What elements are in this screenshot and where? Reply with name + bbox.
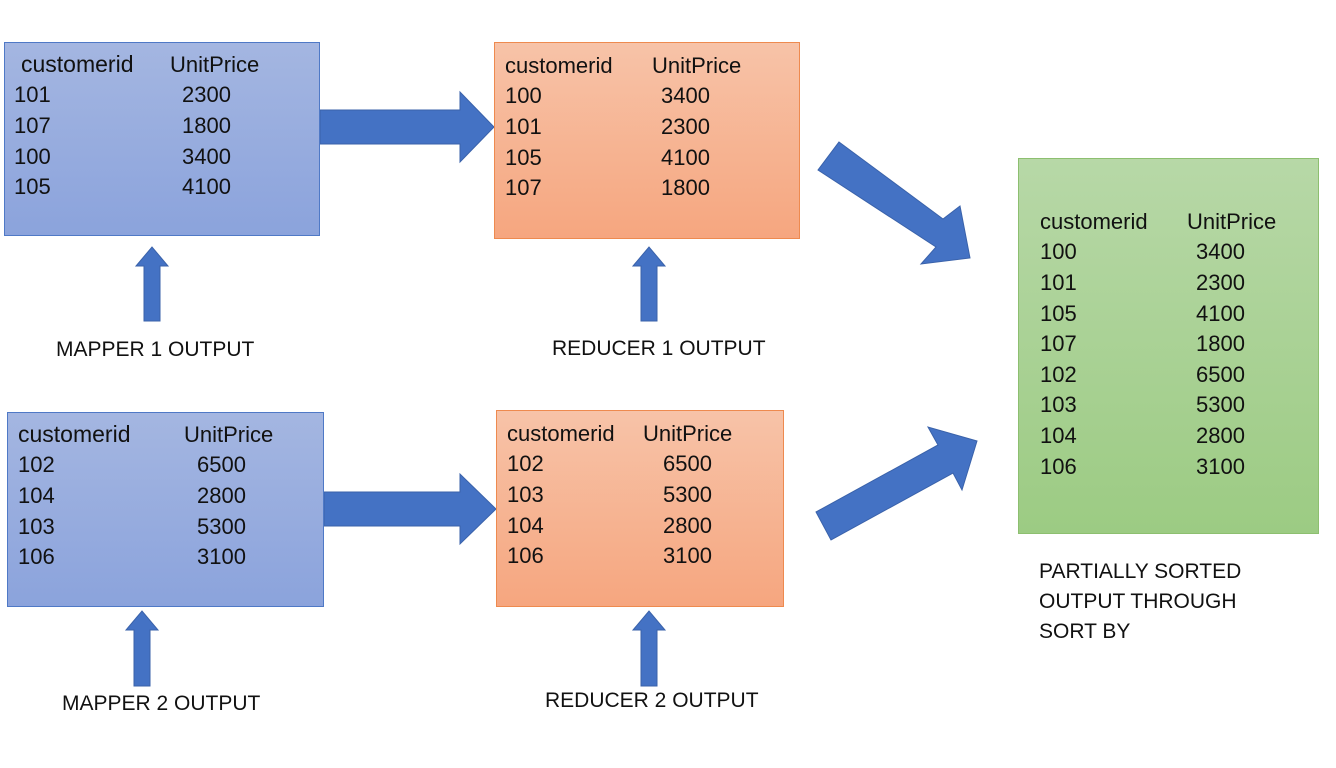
mapper1-row-unitprice: 4100 [182,174,231,199]
final-row-customerid: 101 [1040,270,1077,295]
mapper2-row-customerid: 106 [18,544,55,569]
final-row-customerid: 100 [1040,239,1077,264]
reducer2-row-customerid: 102 [507,451,544,476]
reducer2-to-final-arrow [815,426,978,541]
reducer1-row-unitprice: 2300 [661,114,710,139]
mapper2-header-unitprice: UnitPrice [184,422,274,447]
reducer1-up-arrow [631,246,667,322]
mapper1-row-customerid: 107 [14,113,51,138]
reducer1-header-customerid: customerid [505,53,613,78]
reducer2-header-unitprice: UnitPrice [643,421,733,446]
final-row-unitprice: 6500 [1196,362,1245,387]
reducer2-row-customerid: 103 [507,482,544,507]
final-header-customerid: customerid [1040,209,1148,234]
mapper1-header-customerid: customerid [21,51,134,77]
final-row-unitprice: 3100 [1196,454,1245,479]
mapper2-row-unitprice: 5300 [197,514,246,539]
final-caption-line: PARTIALLY SORTED [1039,560,1242,583]
final-row-customerid: 106 [1040,454,1077,479]
final-caption-line: SORT BY [1039,620,1131,643]
reducer2-output-box: customerid UnitPrice 102 6500 103 5300 1… [496,410,784,607]
mapper2-to-reducer2-arrow [323,472,497,546]
mapper1-up-arrow [134,246,170,322]
reducer2-row-unitprice: 2800 [663,513,712,538]
mapper1-to-reducer1-arrow [319,90,495,164]
final-header-unitprice: UnitPrice [1187,209,1277,234]
reducer1-output-box: customerid UnitPrice 100 3400 101 2300 1… [494,42,800,239]
mapper2-output-box: customerid UnitPrice 102 6500 104 2800 1… [7,412,324,607]
reducer2-row-customerid: 106 [507,543,544,568]
mapper1-row-customerid: 105 [14,174,51,199]
reducer1-row-customerid: 105 [505,145,542,170]
mapper2-up-arrow [124,610,160,687]
reducer1-to-final-arrow [817,141,971,265]
mapper1-output-box: customerid UnitPrice 101 2300 107 1800 1… [4,42,320,236]
mapper2-row-customerid: 103 [18,514,55,539]
reducer2-up-arrow [631,610,667,687]
final-row-customerid: 102 [1040,362,1077,387]
mapper1-row-customerid: 101 [14,82,51,107]
mapper2-row-unitprice: 3100 [197,544,246,569]
mapper2-row-unitprice: 2800 [197,483,246,508]
final-row-customerid: 107 [1040,331,1077,356]
reducer1-row-unitprice: 3400 [661,83,710,108]
reducer1-row-unitprice: 1800 [661,175,710,200]
mapper1-row-unitprice: 1800 [182,113,231,138]
final-output-box: customerid UnitPrice 100 3400 101 2300 1… [1018,158,1319,534]
final-row-unitprice: 5300 [1196,392,1245,417]
reducer2-row-customerid: 104 [507,513,544,538]
final-row-customerid: 103 [1040,392,1077,417]
mapper2-row-customerid: 104 [18,483,55,508]
final-caption: PARTIALLY SORTED OUTPUT THROUGH SORT BY [1039,557,1241,647]
final-row-unitprice: 1800 [1196,331,1245,356]
final-row-unitprice: 3400 [1196,239,1245,264]
final-row-unitprice: 4100 [1196,301,1245,326]
mapper2-row-unitprice: 6500 [197,452,246,477]
reducer1-row-customerid: 107 [505,175,542,200]
mapper2-row-customerid: 102 [18,452,55,477]
mapper1-header-unitprice: UnitPrice [170,52,260,77]
reducer2-row-unitprice: 5300 [663,482,712,507]
mapper1-row-unitprice: 3400 [182,144,231,169]
mapper2-header-customerid: customerid [18,421,131,447]
mapper1-label: MAPPER 1 OUTPUT [56,338,255,361]
final-caption-line: OUTPUT THROUGH [1039,590,1237,613]
final-row-unitprice: 2800 [1196,423,1245,448]
reducer1-header-unitprice: UnitPrice [652,53,742,78]
reducer2-row-unitprice: 6500 [663,451,712,476]
reducer2-row-unitprice: 3100 [663,543,712,568]
reducer1-label: REDUCER 1 OUTPUT [552,337,766,360]
reducer2-header-customerid: customerid [507,421,615,446]
final-row-customerid: 105 [1040,301,1077,326]
reducer1-row-customerid: 100 [505,83,542,108]
final-row-customerid: 104 [1040,423,1077,448]
reducer2-label: REDUCER 2 OUTPUT [545,689,759,712]
reducer1-row-customerid: 101 [505,114,542,139]
final-row-unitprice: 2300 [1196,270,1245,295]
reducer1-row-unitprice: 4100 [661,145,710,170]
mapper2-label: MAPPER 2 OUTPUT [62,692,261,715]
mapper1-row-customerid: 100 [14,144,51,169]
mapper1-row-unitprice: 2300 [182,82,231,107]
